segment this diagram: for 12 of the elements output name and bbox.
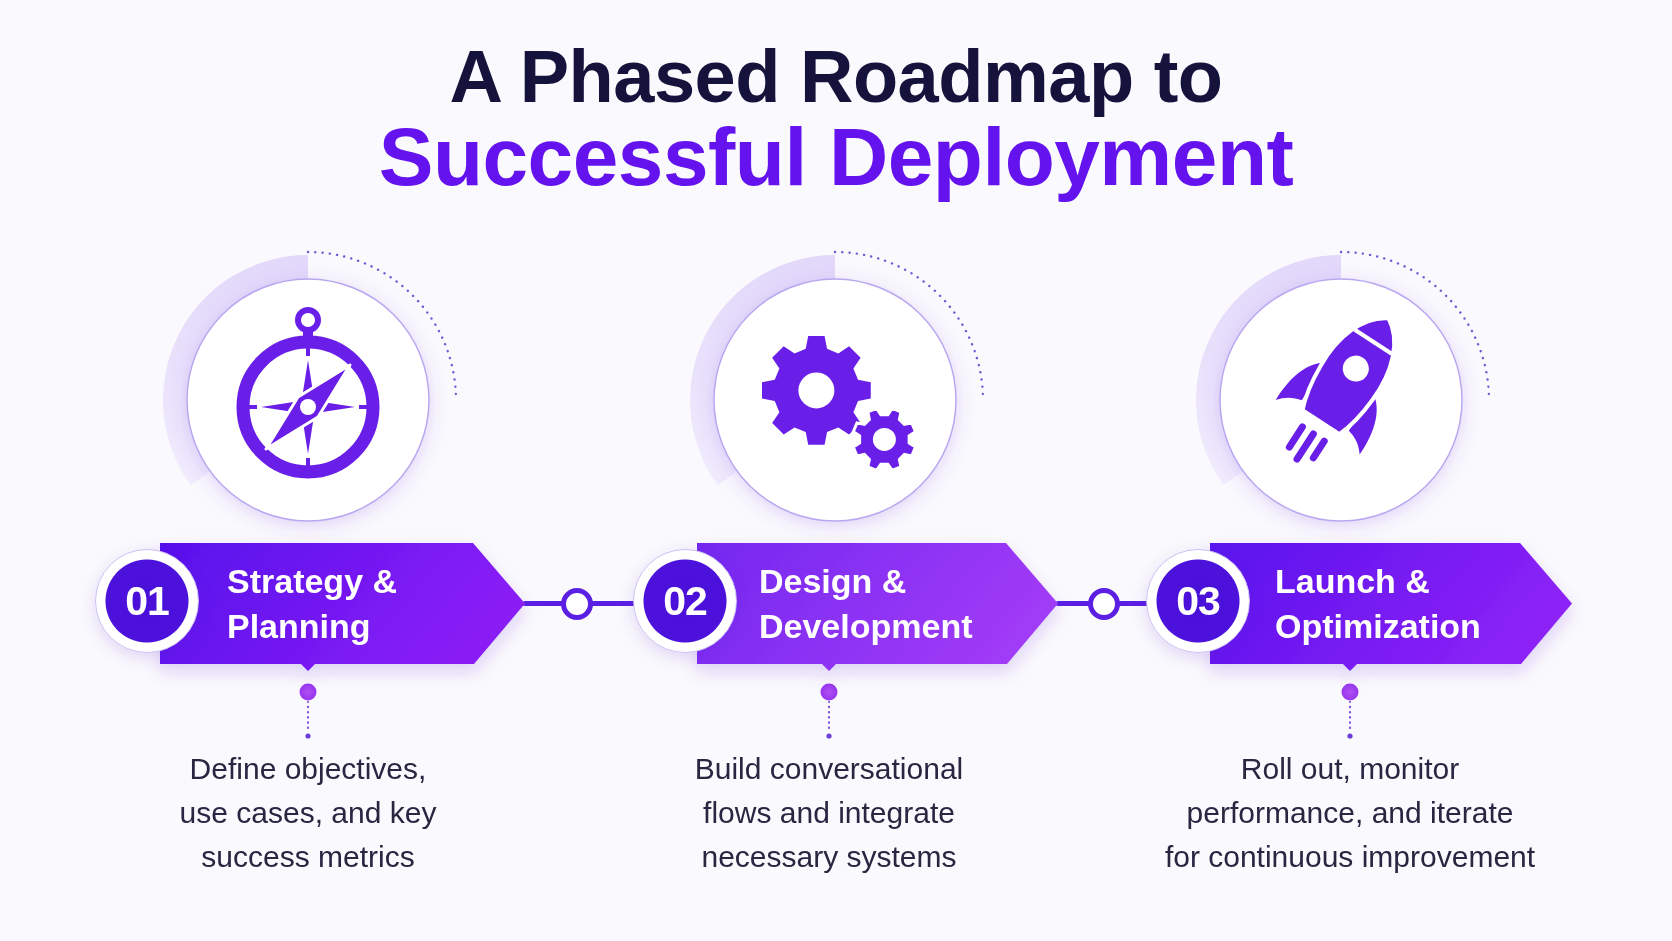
step-number: 02 [663,578,707,624]
title: A Phased Roadmap to Successful Deployment [378,45,1294,204]
phase-title: Design & Development [759,560,974,647]
phase-title: Strategy & Planning [227,560,399,647]
phase-description: Roll out, monitor performance, and iterate for continuous improvement [1164,751,1536,875]
step-number: 03 [1176,578,1220,624]
phase-title: Launch & Optimization [1275,560,1482,647]
step-number: 01 [125,578,169,624]
phase-description: Define objectives, use cases, and key success metrics [179,751,437,875]
ring-marker [1088,587,1120,620]
phase-description: Build conversational flows and integrate necessary systems [694,751,964,875]
ring-marker [561,587,593,620]
